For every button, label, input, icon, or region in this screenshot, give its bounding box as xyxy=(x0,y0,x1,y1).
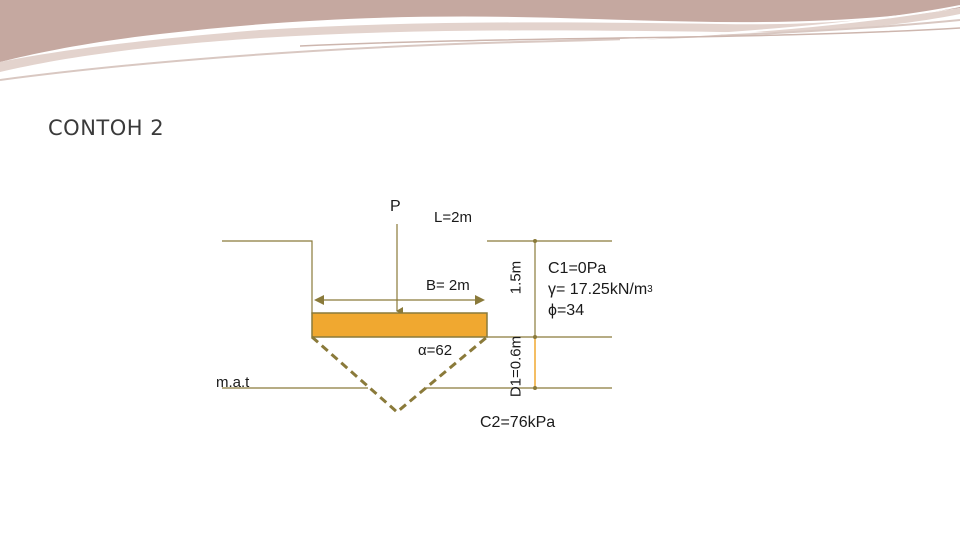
failure-wedge xyxy=(311,335,488,414)
header-decoration xyxy=(0,0,960,81)
load-label: P xyxy=(390,198,401,215)
angle-label: α=62 xyxy=(418,342,453,359)
d1-label: D1=0.6m xyxy=(507,335,525,398)
c2-label: C2=76kPa xyxy=(480,414,556,431)
ground-surface-line xyxy=(222,240,313,314)
width-label: B= 2m xyxy=(426,277,470,294)
layer1-properties: C1=0Pa γ= 17.25kN/m3 ϕ=34 xyxy=(548,258,653,321)
depth-label: 1.5m xyxy=(507,260,525,295)
c1-label: C1=0Pa xyxy=(548,260,607,277)
phi-label: ϕ=34 xyxy=(548,302,585,319)
footing xyxy=(311,312,488,338)
slide-title: CONTOH 2 xyxy=(48,116,165,140)
water-table-label: m.a.t xyxy=(216,374,250,391)
gamma-label: γ= 17.25kN/m3 xyxy=(548,281,653,298)
length-label: L=2m xyxy=(434,209,472,226)
